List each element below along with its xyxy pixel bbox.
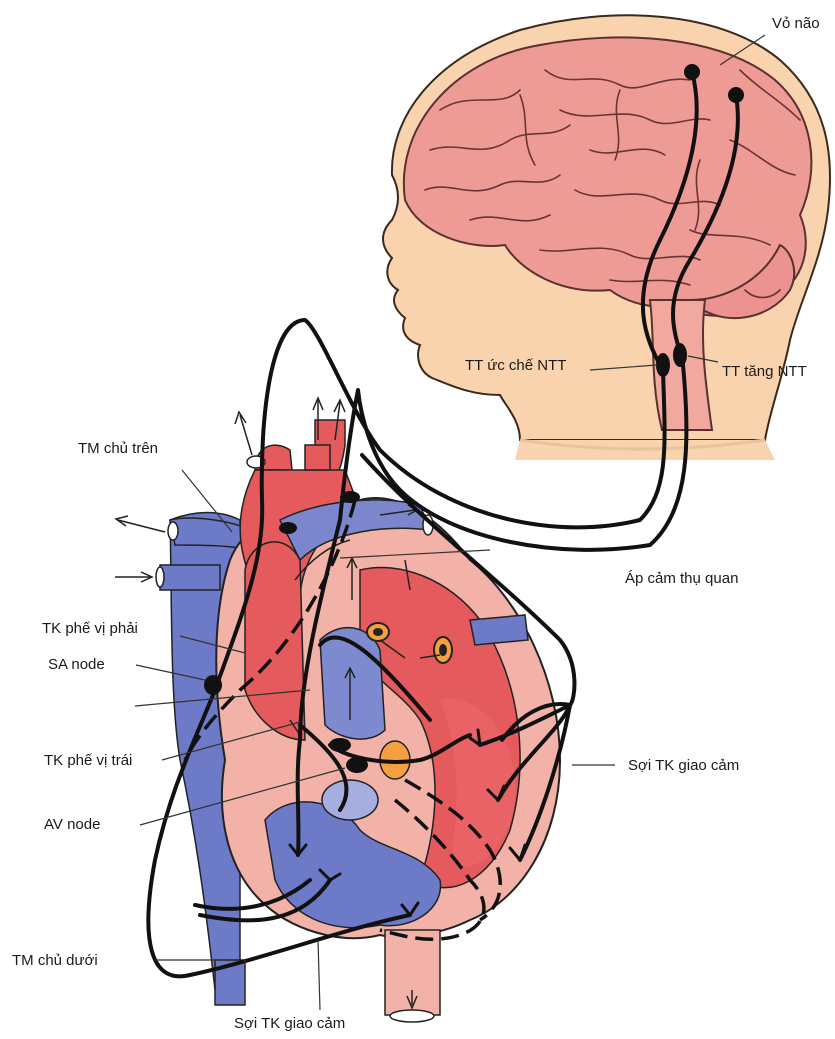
pulmonary-vein-right bbox=[470, 615, 528, 645]
vessel-opening bbox=[168, 522, 178, 540]
vein-lower-left bbox=[160, 565, 220, 590]
cortex-neuron bbox=[684, 64, 700, 80]
pulmonary-inlet bbox=[373, 628, 383, 636]
label-av-node: AV node bbox=[44, 816, 100, 834]
label-right-vagus: TK phế vị phải bbox=[42, 620, 138, 638]
label-left-vagus: TK phế vị trái bbox=[44, 752, 132, 770]
vessel-opening bbox=[390, 1010, 434, 1022]
inhibitory-center bbox=[656, 353, 670, 377]
acceleratory-center bbox=[673, 343, 687, 367]
pulmonary-artery-top bbox=[305, 445, 330, 470]
label-svc: TM chủ trên bbox=[78, 440, 158, 458]
vessel-opening bbox=[156, 567, 164, 587]
label-inhibitory-center: TT ức chế NTT bbox=[465, 357, 566, 375]
label-acceleratory-center: TT tăng NTT bbox=[722, 363, 807, 381]
label-cortex: Vỏ não bbox=[772, 15, 820, 33]
label-sympathetic-right: Sợi TK giao cảm bbox=[628, 757, 739, 775]
nerve-ganglion bbox=[279, 522, 297, 534]
valve-ring bbox=[322, 780, 378, 820]
heart bbox=[156, 420, 560, 1022]
label-sympathetic-bottom: Sợi TK giao cảm bbox=[234, 1015, 345, 1033]
label-ivc: TM chủ dưới bbox=[12, 952, 98, 970]
pulmonary-inlet bbox=[439, 644, 447, 656]
label-sa-node: SA node bbox=[48, 656, 105, 674]
cortex-neuron bbox=[728, 87, 744, 103]
label-baroreceptor: Áp cảm thụ quan bbox=[625, 570, 738, 588]
